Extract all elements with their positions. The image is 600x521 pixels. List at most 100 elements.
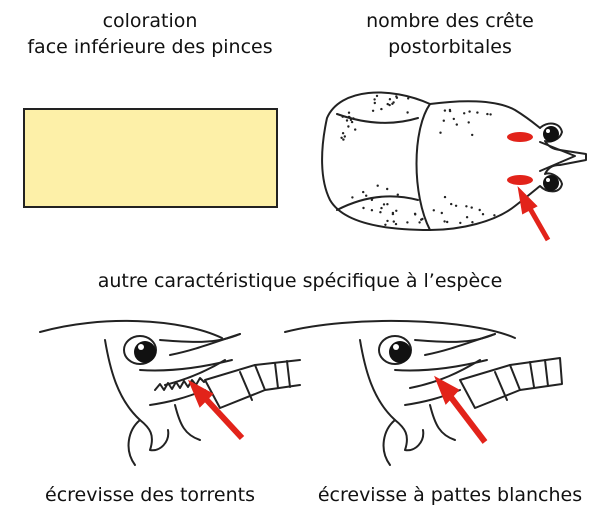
stipple-dot xyxy=(388,98,392,101)
stipple-dot xyxy=(392,220,395,223)
crest-count-label-line2: postorbitales xyxy=(388,36,512,58)
eye-icon xyxy=(543,175,559,191)
stipple-dot xyxy=(347,125,350,128)
coloration-label-line1: coloration xyxy=(102,10,198,32)
stipple-dot xyxy=(384,223,387,226)
stipple-dot xyxy=(440,211,443,215)
stipple-dot xyxy=(386,102,389,106)
stipple-dot xyxy=(432,209,435,212)
stipple-dot xyxy=(373,101,376,105)
stipple-dot xyxy=(394,222,398,226)
stipple-dot xyxy=(448,108,452,112)
stipple-dot xyxy=(391,102,394,106)
stipple-dot xyxy=(406,111,409,114)
stipple-dot xyxy=(373,98,376,101)
stipple-dot xyxy=(421,217,424,221)
stipple-dot xyxy=(465,205,468,208)
eye-icon xyxy=(123,335,157,365)
stipple-dot xyxy=(454,204,458,207)
stipple-dot xyxy=(406,221,409,224)
stipple-dot xyxy=(362,190,365,194)
crayfish-head-white-claw xyxy=(284,319,563,466)
stipple-dot xyxy=(463,112,466,115)
specific-trait-label: autre caractéristique spécifique à l’esp… xyxy=(97,270,503,292)
head-outline xyxy=(104,339,170,452)
crayfish-head-torrent xyxy=(39,319,301,466)
stipple-dot xyxy=(343,135,346,138)
stipple-dot xyxy=(342,138,345,141)
stipple-dot xyxy=(351,196,354,199)
stipple-dot xyxy=(478,208,481,212)
stipple-dot xyxy=(388,103,391,107)
stipple-dot xyxy=(465,216,469,219)
stipple-dot xyxy=(354,128,357,131)
stipple-dot xyxy=(396,193,399,196)
stipple-dot xyxy=(340,136,343,139)
stipple-dot xyxy=(379,211,382,214)
red-arrow-icon xyxy=(187,379,245,441)
stipple-dot xyxy=(376,184,379,187)
stipple-dot xyxy=(452,117,455,121)
stipple-dot xyxy=(450,202,453,206)
stipple-dot xyxy=(348,115,351,119)
stipple-dot xyxy=(395,96,399,100)
stipple-dot xyxy=(370,209,374,212)
red-arrow-icon xyxy=(517,186,551,242)
stipple-dot xyxy=(386,219,389,223)
stipple-dot xyxy=(386,187,389,191)
cervical-groove xyxy=(415,103,431,231)
stipple-dot xyxy=(391,211,395,215)
stipple-dot xyxy=(386,203,389,206)
stipple-dot xyxy=(347,111,351,114)
stipple-dot xyxy=(382,203,386,206)
carapace-outline xyxy=(321,91,587,231)
stipple-dot xyxy=(446,220,449,224)
stipple-dot xyxy=(443,195,447,199)
stipple-dot xyxy=(439,131,442,134)
stipple-dot xyxy=(455,123,458,126)
stipple-dot xyxy=(341,132,345,135)
postorbital-crest-upper xyxy=(507,132,533,142)
antenna xyxy=(204,364,266,409)
eye-icon xyxy=(543,126,559,142)
stipple-dot xyxy=(493,214,496,217)
left-species-label: écrevisse des torrents xyxy=(45,484,255,506)
lower-branchial-groove xyxy=(336,195,419,211)
stipple-dot xyxy=(380,206,383,210)
carapace-back-line xyxy=(39,319,223,339)
stipple-dot xyxy=(371,197,374,200)
stipple-dot xyxy=(375,94,379,98)
head-outline xyxy=(359,339,425,452)
stipple-dot xyxy=(362,206,365,210)
coloration-label: coloration face inférieure des pinces xyxy=(10,8,290,60)
stipple-dot xyxy=(443,220,446,223)
stipple-dot xyxy=(414,213,417,216)
stipple-dot xyxy=(481,213,485,216)
stipple-dot xyxy=(350,120,354,124)
stipple-dot xyxy=(442,119,445,122)
stipple-dot xyxy=(443,109,447,112)
crest-count-label-line1: nombre des crête xyxy=(366,10,534,32)
stipple-dot xyxy=(349,118,353,122)
claw-color-swatch xyxy=(23,108,278,208)
stipple-dot xyxy=(471,221,474,224)
stipple-dot xyxy=(489,113,492,116)
stipple-dot xyxy=(476,111,479,114)
right-species-label: écrevisse à pattes blanches xyxy=(317,484,583,506)
stipple-dot xyxy=(365,194,368,197)
stipple-dot xyxy=(352,117,355,120)
stipple-dot xyxy=(486,112,489,116)
stipple-dot xyxy=(371,109,375,113)
eye-icon xyxy=(378,335,412,365)
stipple-dot xyxy=(380,107,383,111)
postorbital-crest-lower xyxy=(507,175,533,185)
stipple-dot xyxy=(468,110,471,113)
red-arrow-icon xyxy=(434,375,488,444)
stipple-dot xyxy=(395,209,398,212)
stipple-dot xyxy=(467,121,470,124)
stipple-dot xyxy=(471,133,474,137)
stipple-dot xyxy=(341,115,344,118)
crest-count-label: nombre des crête postorbitales xyxy=(310,8,590,60)
stipple-dot xyxy=(418,221,421,224)
